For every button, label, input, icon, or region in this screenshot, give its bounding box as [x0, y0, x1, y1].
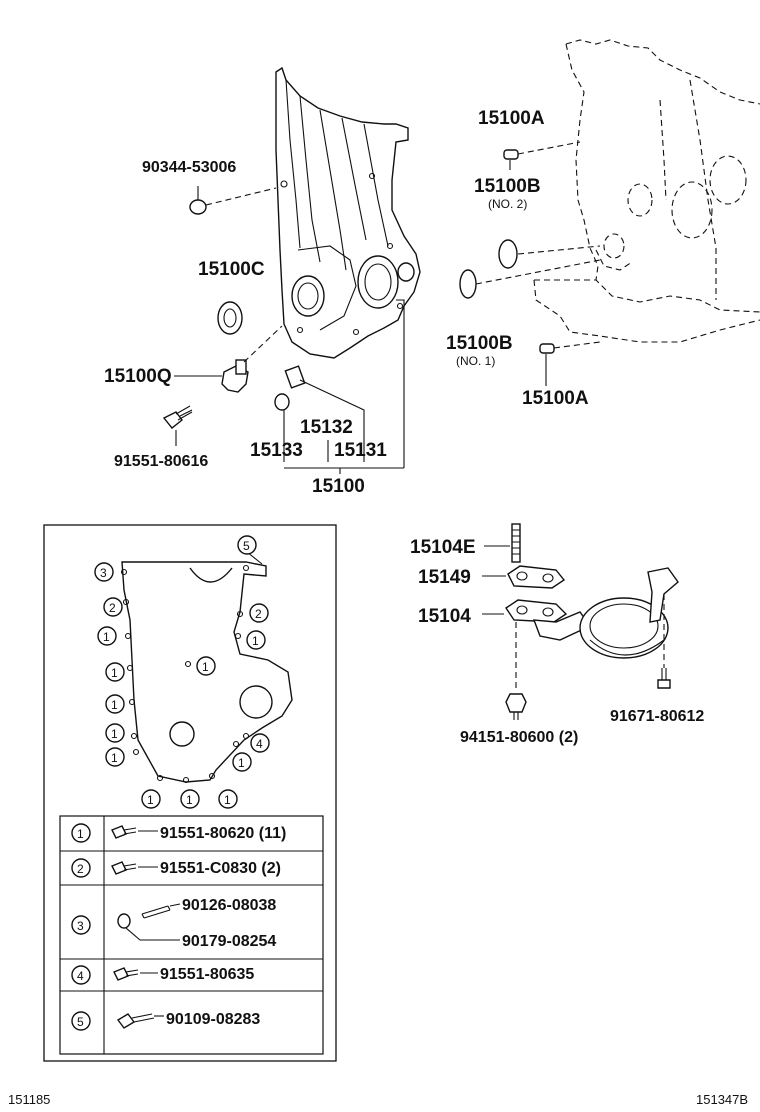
callout-left-3: 1 [97, 626, 117, 646]
callout-left-6: 1 [105, 723, 125, 743]
label-91671-80612: 91671-80612 [610, 708, 704, 725]
svg-text:3: 3 [100, 566, 107, 580]
label-15100a-lower: 15100A [522, 388, 589, 409]
callout-left-2: 2 [103, 597, 123, 617]
svg-text:5: 5 [243, 539, 250, 553]
label-15100c: 15100C [198, 259, 265, 280]
legend-part-3b: 90179-08254 [182, 933, 276, 950]
bolt-panel: 5 3 2 1 1 1 1 1 2 1 1 4 1 1 1 1 1 [43, 524, 337, 1062]
svg-text:2: 2 [109, 601, 116, 615]
timing-cover-drawing [275, 66, 421, 359]
legend-row-3: 3 90126-08038 90179-08254 [71, 897, 276, 950]
legend-row-4: 4 91551-80635 [71, 965, 254, 985]
callout-right-1: 2 [249, 603, 269, 623]
callout-right-2: 1 [246, 630, 266, 650]
svg-text:1: 1 [238, 756, 245, 770]
label-90344-53006: 90344-53006 [142, 159, 236, 176]
label-15100q: 15100Q [104, 366, 172, 387]
svg-text:1: 1 [111, 666, 118, 680]
svg-text:4: 4 [77, 969, 84, 983]
callout-bottom-2: 1 [180, 789, 200, 809]
callout-bottom-1: 1 [141, 789, 161, 809]
legend-part-2: 91551-C0830 (2) [160, 860, 281, 877]
svg-text:1: 1 [111, 698, 118, 712]
callout-bottom-3: 1 [218, 789, 238, 809]
svg-text:1: 1 [202, 660, 209, 674]
svg-text:1: 1 [186, 793, 193, 807]
svg-text:1: 1 [252, 634, 259, 648]
callout-center: 1 [196, 656, 216, 676]
legend-part-5: 90109-08283 [166, 1011, 260, 1028]
callout-left-4: 1 [105, 662, 125, 682]
bolt-legend-table: 1 91551-80620 (11) 2 91551-C0830 (2) 3 9… [59, 815, 324, 1055]
callout-top: 5 [237, 535, 257, 555]
label-15100b-no1: 15100B [446, 333, 513, 354]
oil-strainer-drawing [482, 523, 679, 720]
footer-right-code: 151347B [696, 1092, 748, 1107]
label-15100b-no2: 15100B [474, 176, 541, 197]
engine-block-drawing [533, 39, 760, 343]
callout-left-7: 1 [105, 747, 125, 767]
label-91551-80616: 91551-80616 [114, 453, 208, 470]
label-15149: 15149 [418, 567, 471, 588]
label-no2-note: (NO. 2) [488, 197, 527, 211]
svg-text:1: 1 [77, 827, 84, 841]
legend-part-1: 91551-80620 (11) [160, 825, 286, 842]
bolt-panel-frame [43, 524, 337, 1062]
svg-text:1: 1 [147, 793, 154, 807]
label-no1-note: (NO. 1) [456, 354, 495, 368]
svg-text:3: 3 [77, 919, 84, 933]
legend-part-3a: 90126-08038 [182, 897, 276, 914]
label-15131: 15131 [334, 440, 387, 461]
callout-left-5: 1 [105, 694, 125, 714]
svg-text:2: 2 [77, 862, 84, 876]
svg-text:1: 1 [111, 727, 118, 741]
label-15104: 15104 [418, 606, 471, 627]
label-15133: 15133 [250, 440, 303, 461]
label-15104e: 15104E [410, 537, 476, 558]
svg-text:5: 5 [77, 1015, 84, 1029]
label-94151-80600: 94151-80600 (2) [460, 729, 578, 746]
label-15100: 15100 [312, 476, 365, 497]
svg-text:2: 2 [255, 607, 262, 621]
svg-text:4: 4 [256, 737, 263, 751]
footer-left-code: 151185 [8, 1092, 50, 1107]
svg-text:1: 1 [103, 630, 110, 644]
callout-right-3: 1 [232, 752, 252, 772]
legend-part-4: 91551-80635 [160, 966, 254, 983]
label-15132: 15132 [300, 417, 353, 438]
legend-row-5: 5 90109-08283 [71, 1011, 260, 1031]
legend-row-2: 2 91551-C0830 (2) [71, 858, 281, 878]
legend-row-1: 1 91551-80620 (11) [71, 823, 286, 843]
svg-text:1: 1 [224, 793, 231, 807]
assembly-leaders [174, 160, 547, 474]
callout-right-4: 4 [250, 733, 270, 753]
upper-small-parts [162, 141, 601, 429]
callout-left-1: 3 [94, 562, 114, 582]
svg-text:1: 1 [111, 751, 118, 765]
label-15100a-upper: 15100A [478, 108, 545, 129]
